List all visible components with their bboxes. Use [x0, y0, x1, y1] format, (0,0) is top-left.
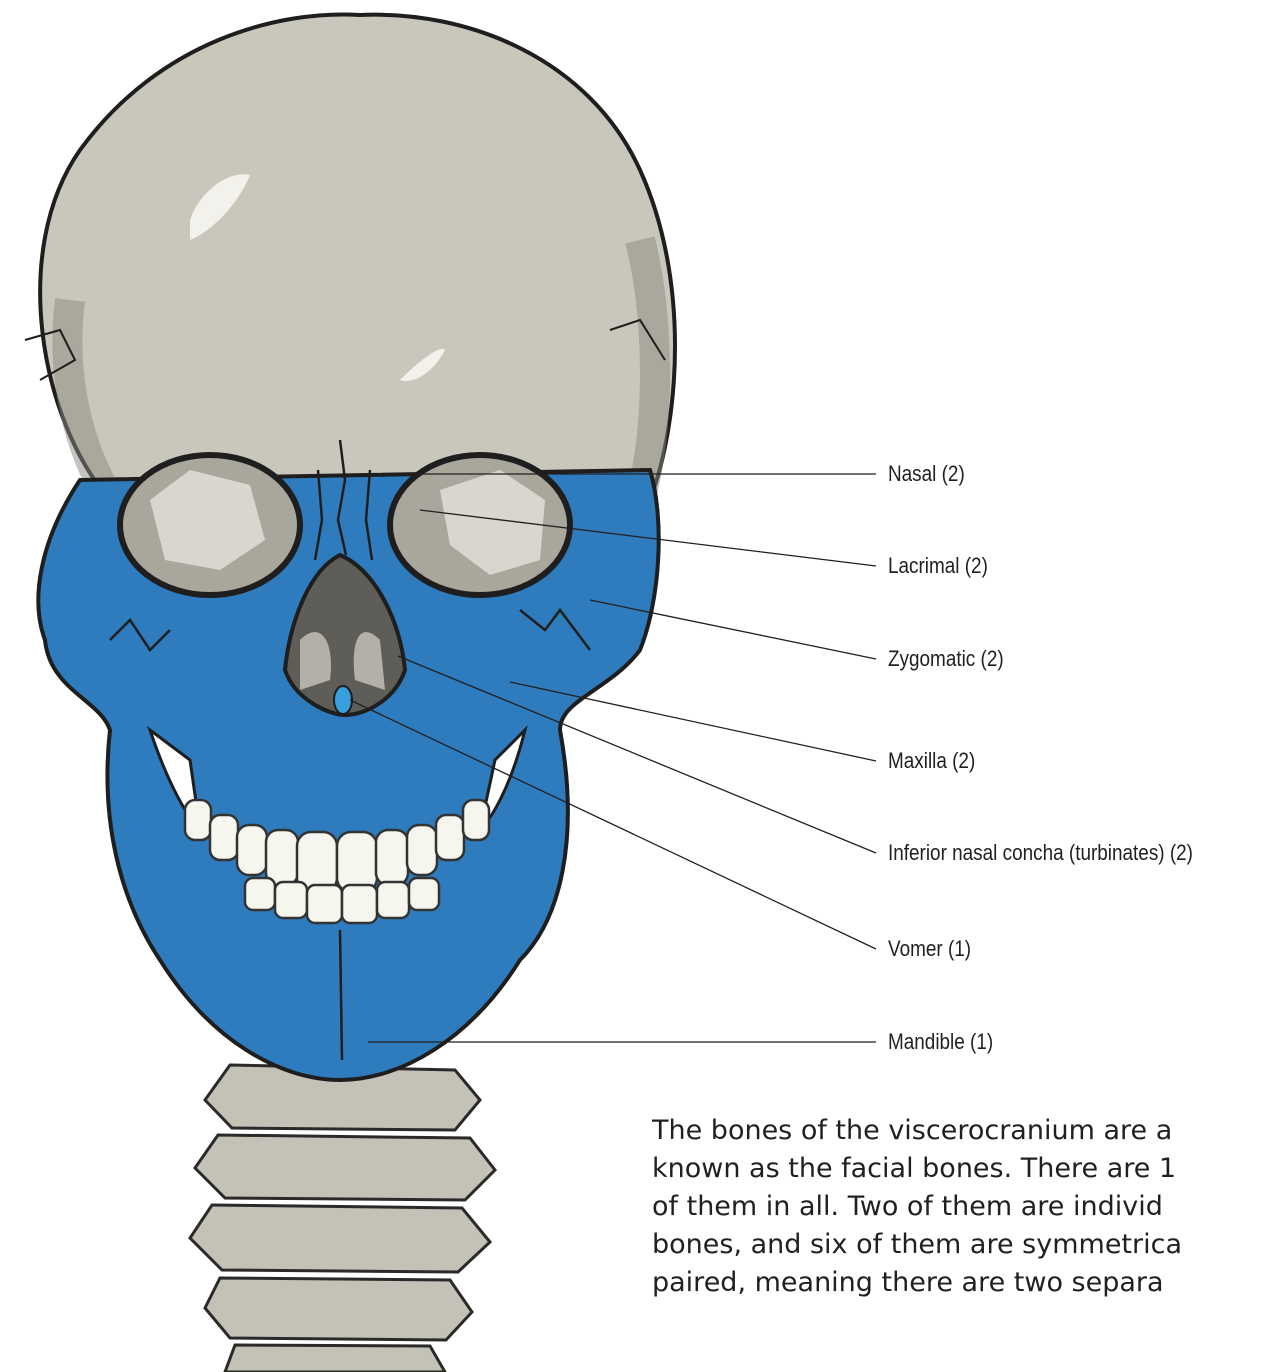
- caption-line: of them in all. Two of them are individ: [652, 1188, 1278, 1226]
- label-maxilla: Maxilla (2): [888, 748, 975, 774]
- caption-line: The bones of the viscerocranium are a: [652, 1112, 1278, 1150]
- label-vomer: Vomer (1): [888, 936, 971, 962]
- caption-paragraph: The bones of the viscerocranium are a kn…: [652, 1112, 1278, 1302]
- vomer-tip: [334, 686, 352, 714]
- caption-line: known as the facial bones. There are 1: [652, 1150, 1278, 1188]
- caption-line: paired, meaning there are two separa: [652, 1264, 1278, 1302]
- cranium: [40, 14, 675, 500]
- label-inferior-nasal-concha: Inferior nasal concha (turbinates) (2): [888, 840, 1193, 866]
- label-mandible: Mandible (1): [888, 1029, 993, 1055]
- label-zygomatic: Zygomatic (2): [888, 646, 1004, 672]
- label-lacrimal: Lacrimal (2): [888, 553, 988, 579]
- cervical-vertebrae: [190, 1065, 495, 1372]
- label-nasal: Nasal (2): [888, 461, 965, 487]
- caption-line: bones, and six of them are symmetrica: [652, 1226, 1278, 1264]
